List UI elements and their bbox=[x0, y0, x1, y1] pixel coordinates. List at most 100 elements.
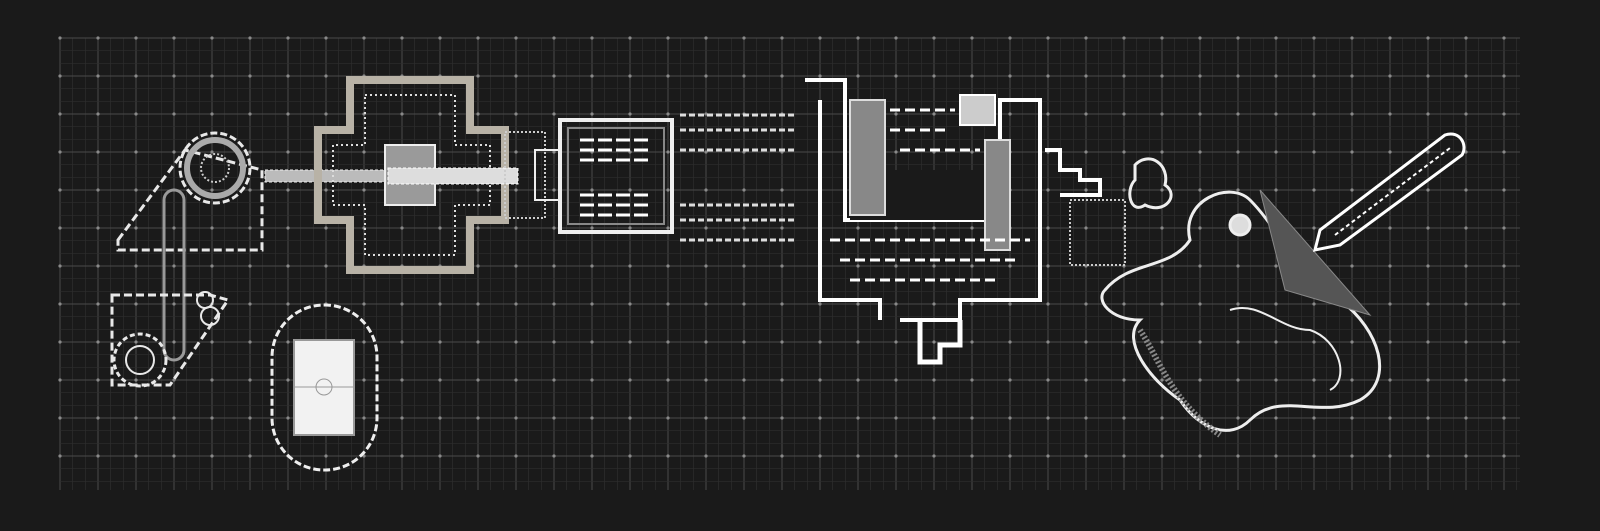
grid-cross-mark bbox=[666, 340, 670, 344]
grid-cross-mark bbox=[438, 112, 442, 116]
grid-cross-mark bbox=[856, 264, 860, 268]
grid-cross-mark bbox=[780, 264, 784, 268]
grid-cross-mark bbox=[1160, 378, 1164, 382]
grid-cross-mark bbox=[704, 188, 708, 192]
grid-cross-mark bbox=[134, 112, 138, 116]
grid-cross-mark bbox=[1502, 150, 1506, 154]
grid-cross-mark bbox=[172, 378, 176, 382]
grid-cross-mark bbox=[1464, 226, 1468, 230]
grid-cross-mark bbox=[1084, 416, 1088, 420]
grid-cross-mark bbox=[58, 454, 62, 458]
grid-cross-mark bbox=[742, 378, 746, 382]
grid-cross-mark bbox=[552, 454, 556, 458]
rotunda-cluster-plan bbox=[110, 131, 264, 388]
grid-cross-mark bbox=[1084, 454, 1088, 458]
grid-cross-mark bbox=[476, 264, 480, 268]
grid-cross-mark bbox=[1122, 454, 1126, 458]
grid-cross-mark bbox=[780, 340, 784, 344]
grid-cross-mark bbox=[1388, 36, 1392, 40]
grid-cross-mark bbox=[552, 188, 556, 192]
grid-cross-mark bbox=[1160, 150, 1164, 154]
grid-cross-mark bbox=[894, 112, 898, 116]
grid-cross-mark bbox=[1236, 74, 1240, 78]
grid-cross-mark bbox=[1426, 150, 1430, 154]
grid-cross-mark bbox=[172, 264, 176, 268]
grid-cross-mark bbox=[400, 112, 404, 116]
grid-cross-mark bbox=[324, 36, 328, 40]
grid-cross-mark bbox=[856, 416, 860, 420]
grid-cross-mark bbox=[1274, 264, 1278, 268]
grid-cross-mark bbox=[96, 36, 100, 40]
grid-cross-mark bbox=[210, 188, 214, 192]
grid-cross-mark bbox=[286, 378, 290, 382]
grid-cross-mark bbox=[210, 454, 214, 458]
grid-cross-mark bbox=[210, 340, 214, 344]
grid-cross-mark bbox=[1388, 416, 1392, 420]
grid-cross-mark bbox=[932, 416, 936, 420]
grid-cross-mark bbox=[856, 226, 860, 230]
grid-cross-mark bbox=[172, 112, 176, 116]
grid-cross-mark bbox=[514, 416, 518, 420]
grid-cross-mark bbox=[172, 226, 176, 230]
grid-cross-mark bbox=[1236, 302, 1240, 306]
grid-cross-mark bbox=[1312, 112, 1316, 116]
grid-cross-mark bbox=[1464, 340, 1468, 344]
grid-cross-mark bbox=[666, 378, 670, 382]
grid-cross-mark bbox=[1426, 188, 1430, 192]
corridor bbox=[264, 169, 386, 183]
grid-cross-mark bbox=[1198, 302, 1202, 306]
grid-cross-mark bbox=[742, 74, 746, 78]
grid-cross-mark bbox=[552, 36, 556, 40]
grid-cross-mark bbox=[1084, 264, 1088, 268]
grid-cross-mark bbox=[58, 416, 62, 420]
grid-cross-mark bbox=[438, 454, 442, 458]
grid-cross-mark bbox=[1388, 150, 1392, 154]
grid-cross-mark bbox=[362, 378, 366, 382]
grid-cross-mark bbox=[96, 302, 100, 306]
grid-cross-mark bbox=[666, 264, 670, 268]
grid-cross-mark bbox=[58, 378, 62, 382]
tower-pier-plan bbox=[1312, 132, 1466, 252]
grid-cross-mark bbox=[704, 264, 708, 268]
grid-cross-mark bbox=[476, 226, 480, 230]
grid-cross-mark bbox=[438, 416, 442, 420]
grid-cross-mark bbox=[1388, 112, 1392, 116]
organic-park-plan bbox=[1100, 157, 1382, 438]
grid-cross-mark bbox=[1008, 264, 1012, 268]
grid-cross-mark bbox=[590, 454, 594, 458]
grid-cross-mark bbox=[1464, 112, 1468, 116]
grid-cross-mark bbox=[1502, 36, 1506, 40]
grid-cross-mark bbox=[856, 36, 860, 40]
grid-cross-mark bbox=[1274, 188, 1278, 192]
grid-cross-mark bbox=[134, 188, 138, 192]
grid-cross-mark bbox=[514, 74, 518, 78]
grid-cross-mark bbox=[970, 340, 974, 344]
grid-cross-mark bbox=[438, 378, 442, 382]
grid-cross-mark bbox=[400, 378, 404, 382]
grid-cross-mark bbox=[704, 74, 708, 78]
grid-cross-mark bbox=[818, 454, 822, 458]
grid-cross-mark bbox=[58, 36, 62, 40]
grid-cross-mark bbox=[894, 454, 898, 458]
grid-cross-mark bbox=[1274, 150, 1278, 154]
grid-cross-mark bbox=[780, 36, 784, 40]
grid-cross-mark bbox=[1236, 112, 1240, 116]
grid-cross-mark bbox=[818, 302, 822, 306]
grid-cross-mark bbox=[324, 150, 328, 154]
grid-cross-mark bbox=[1426, 416, 1430, 420]
grid-cross-mark bbox=[1350, 74, 1354, 78]
grid-cross-mark bbox=[590, 36, 594, 40]
grid-cross-mark bbox=[1122, 416, 1126, 420]
grid-cross-mark bbox=[552, 264, 556, 268]
grid-cross-mark bbox=[1122, 302, 1126, 306]
grid-cross-mark bbox=[1122, 150, 1126, 154]
grid-cross-mark bbox=[1084, 112, 1088, 116]
grid-cross-mark bbox=[134, 226, 138, 230]
grid-cross-mark bbox=[552, 150, 556, 154]
grid-cross-mark bbox=[970, 226, 974, 230]
grid-cross-mark bbox=[628, 454, 632, 458]
grid-cross-mark bbox=[210, 226, 214, 230]
grid-cross-mark bbox=[400, 226, 404, 230]
grid-cross-mark bbox=[362, 416, 366, 420]
grid-cross-mark bbox=[742, 36, 746, 40]
